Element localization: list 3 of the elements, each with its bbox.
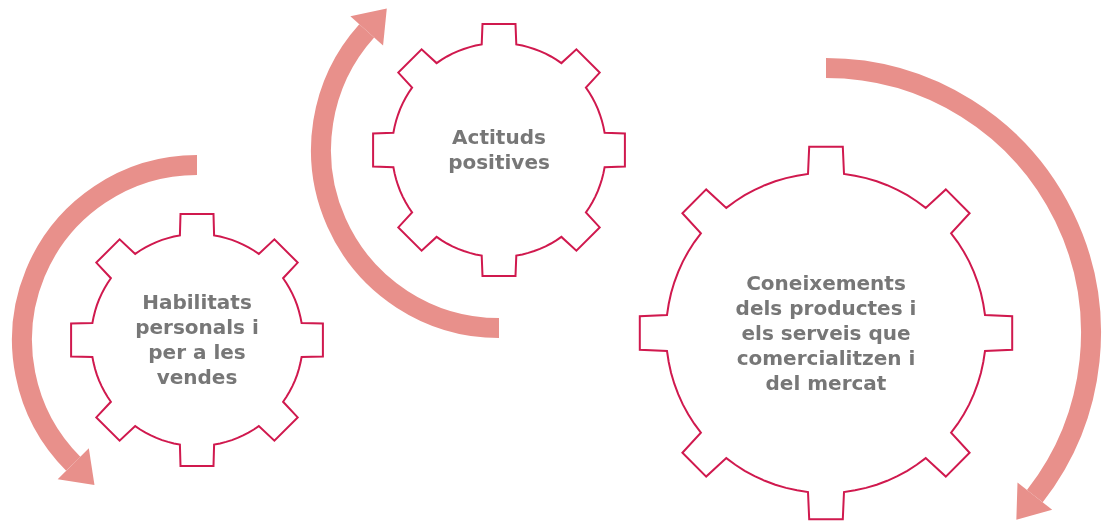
gear-label: Habilitats personals i per a les vendes	[134, 290, 260, 390]
gear-label: Actituds positives	[447, 125, 551, 175]
gear-label: Coneixements dels productes i els serveis que comercialitzen i del mercat	[734, 270, 918, 396]
